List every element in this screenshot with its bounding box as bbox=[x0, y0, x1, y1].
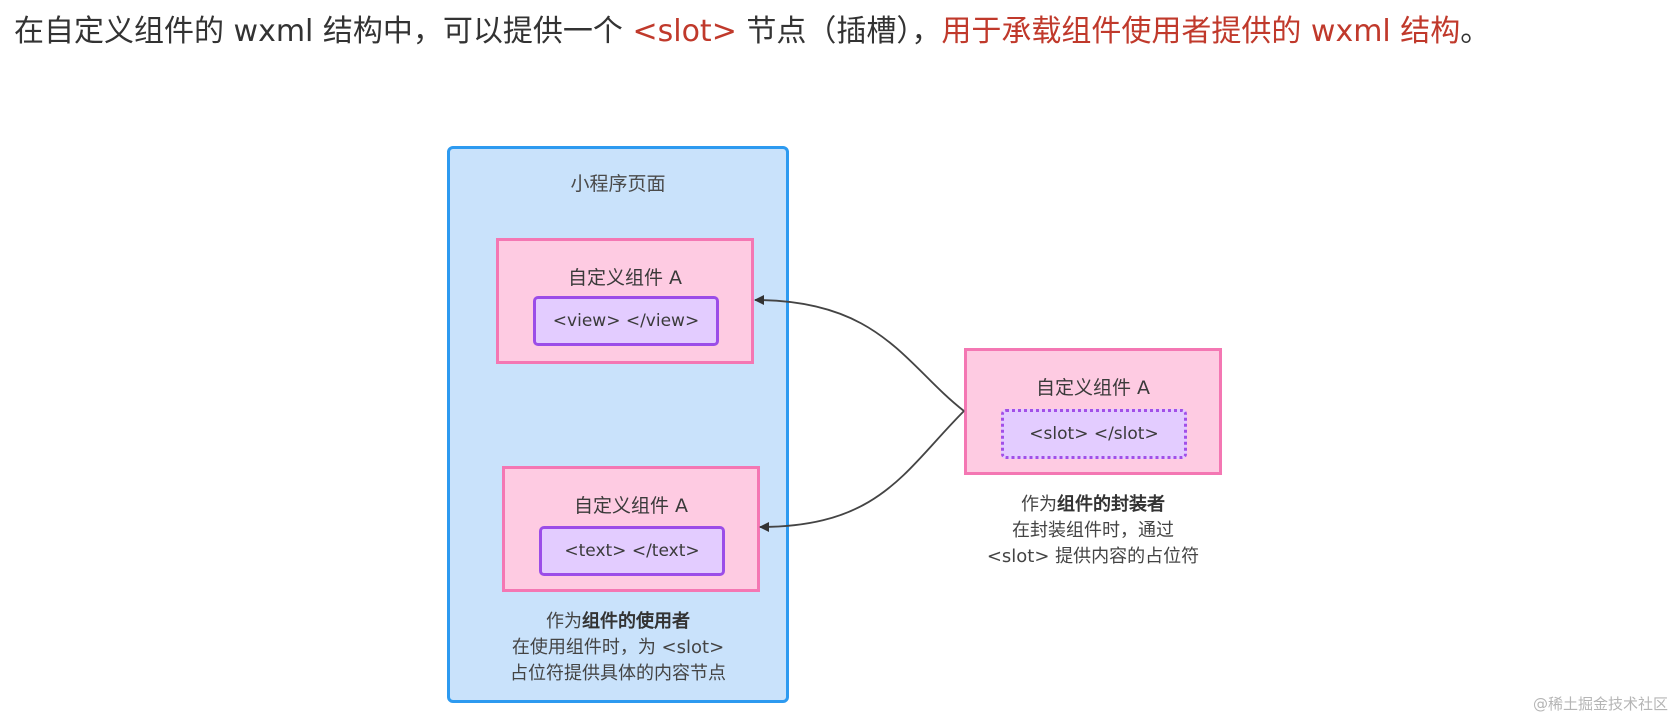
intro-highlight: 用于承载组件使用者提供的 wxml 结构 bbox=[941, 14, 1461, 49]
custom-component-a-wrapper: 自定义组件 A <slot> </slot> bbox=[964, 348, 1222, 475]
caption-bold: 组件的使用者 bbox=[582, 611, 690, 632]
caption-bold: 组件的封装者 bbox=[1057, 494, 1165, 515]
view-node: <view> </view> bbox=[533, 296, 719, 346]
intro-text-part-2: 节点（插槽）， bbox=[736, 14, 942, 49]
custom-component-a-view: 自定义组件 A <view> </view> bbox=[496, 238, 754, 364]
text-node: <text> </text> bbox=[539, 526, 725, 576]
wrapper-caption-line-1: 作为组件的封装者 bbox=[964, 492, 1222, 518]
user-caption-line-1: 作为组件的使用者 bbox=[450, 609, 786, 635]
user-caption: 作为组件的使用者 在使用组件时，为 <slot> 占位符提供具体的内容节点 bbox=[450, 609, 786, 687]
page-title: 小程序页面 bbox=[570, 173, 666, 195]
component-title: 自定义组件 A bbox=[567, 267, 683, 289]
slot-node: <slot> </slot> bbox=[1001, 409, 1187, 459]
slot-tag-highlight: <slot> bbox=[632, 14, 737, 49]
mini-program-page: 小程序页面 自定义组件 A <view> </view> 自定义组件 A <te… bbox=[447, 146, 789, 703]
wrapper-caption: 作为组件的封装者 在封装组件时，通过 <slot> 提供内容的占位符 bbox=[964, 492, 1222, 570]
intro-end: 。 bbox=[1460, 14, 1491, 49]
wrapper-caption-line-2: 在封装组件时，通过 bbox=[1012, 520, 1174, 541]
component-title: 自定义组件 A bbox=[1035, 377, 1151, 399]
user-caption-line-2: 在使用组件时，为 <slot> bbox=[511, 637, 725, 658]
caption-prefix: 作为 bbox=[546, 611, 582, 632]
wrapper-caption-line-3: <slot> 提供内容的占位符 bbox=[986, 546, 1200, 567]
arrow-to-text-component bbox=[759, 410, 965, 532]
user-caption-line-3: 占位符提供具体的内容节点 bbox=[510, 663, 726, 684]
watermark: @稀土掘金技术社区 bbox=[1532, 695, 1668, 713]
component-title: 自定义组件 A bbox=[573, 495, 689, 517]
intro-text-part-1: 在自定义组件的 wxml 结构中，可以提供一个 bbox=[14, 14, 633, 49]
caption-prefix: 作为 bbox=[1021, 494, 1057, 515]
custom-component-a-text: 自定义组件 A <text> </text> bbox=[502, 466, 760, 592]
intro-text: 在自定义组件的 wxml 结构中，可以提供一个 <slot> 节点（插槽），用于… bbox=[14, 10, 1490, 54]
